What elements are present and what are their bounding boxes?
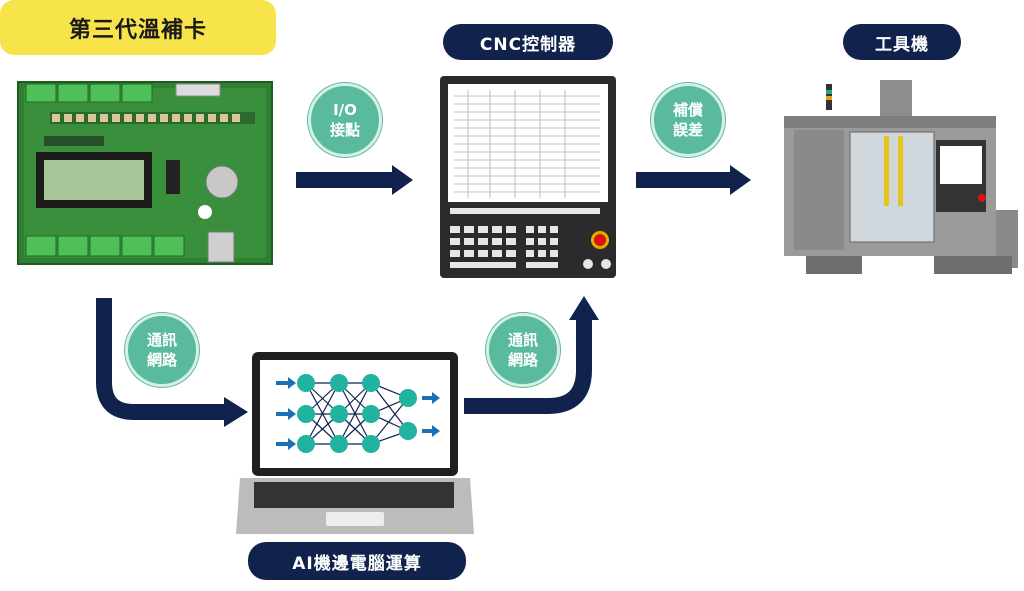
arrow-edge-to-cnc <box>464 296 599 414</box>
arrow-cnc-to-machine <box>636 165 751 195</box>
pcb-board-image <box>17 81 273 265</box>
edge-computer-title: AI機邊電腦運算 <box>248 542 466 580</box>
network-right-line1: 通訊 <box>507 331 538 349</box>
arrow-card-to-edge <box>96 298 248 427</box>
compensation-badge-line2: 誤差 <box>672 121 703 139</box>
error-compensation-badge: 補償 誤差 <box>651 83 725 157</box>
cnc-title: CNC控制器 <box>443 24 613 60</box>
machine-tool-image <box>784 80 1018 274</box>
network-badge-right: 通訊 網路 <box>486 313 560 387</box>
network-badge-left: 通訊 網路 <box>125 313 199 387</box>
io-badge-line1: I/O <box>333 101 357 119</box>
network-left-line2: 網路 <box>146 351 177 369</box>
network-right-line2: 網路 <box>507 351 538 369</box>
laptop-image <box>236 352 474 534</box>
machine-title: 工具機 <box>843 24 961 60</box>
network-left-line1: 通訊 <box>146 331 177 349</box>
io-contact-badge: I/O 接點 <box>308 83 382 157</box>
cnc-controller-image <box>440 76 616 278</box>
io-badge-line2: 接點 <box>329 121 360 139</box>
compensation-badge-line1: 補償 <box>672 101 703 119</box>
arrow-card-to-cnc <box>296 165 413 195</box>
card-title: 第三代溫補卡 <box>0 0 276 55</box>
